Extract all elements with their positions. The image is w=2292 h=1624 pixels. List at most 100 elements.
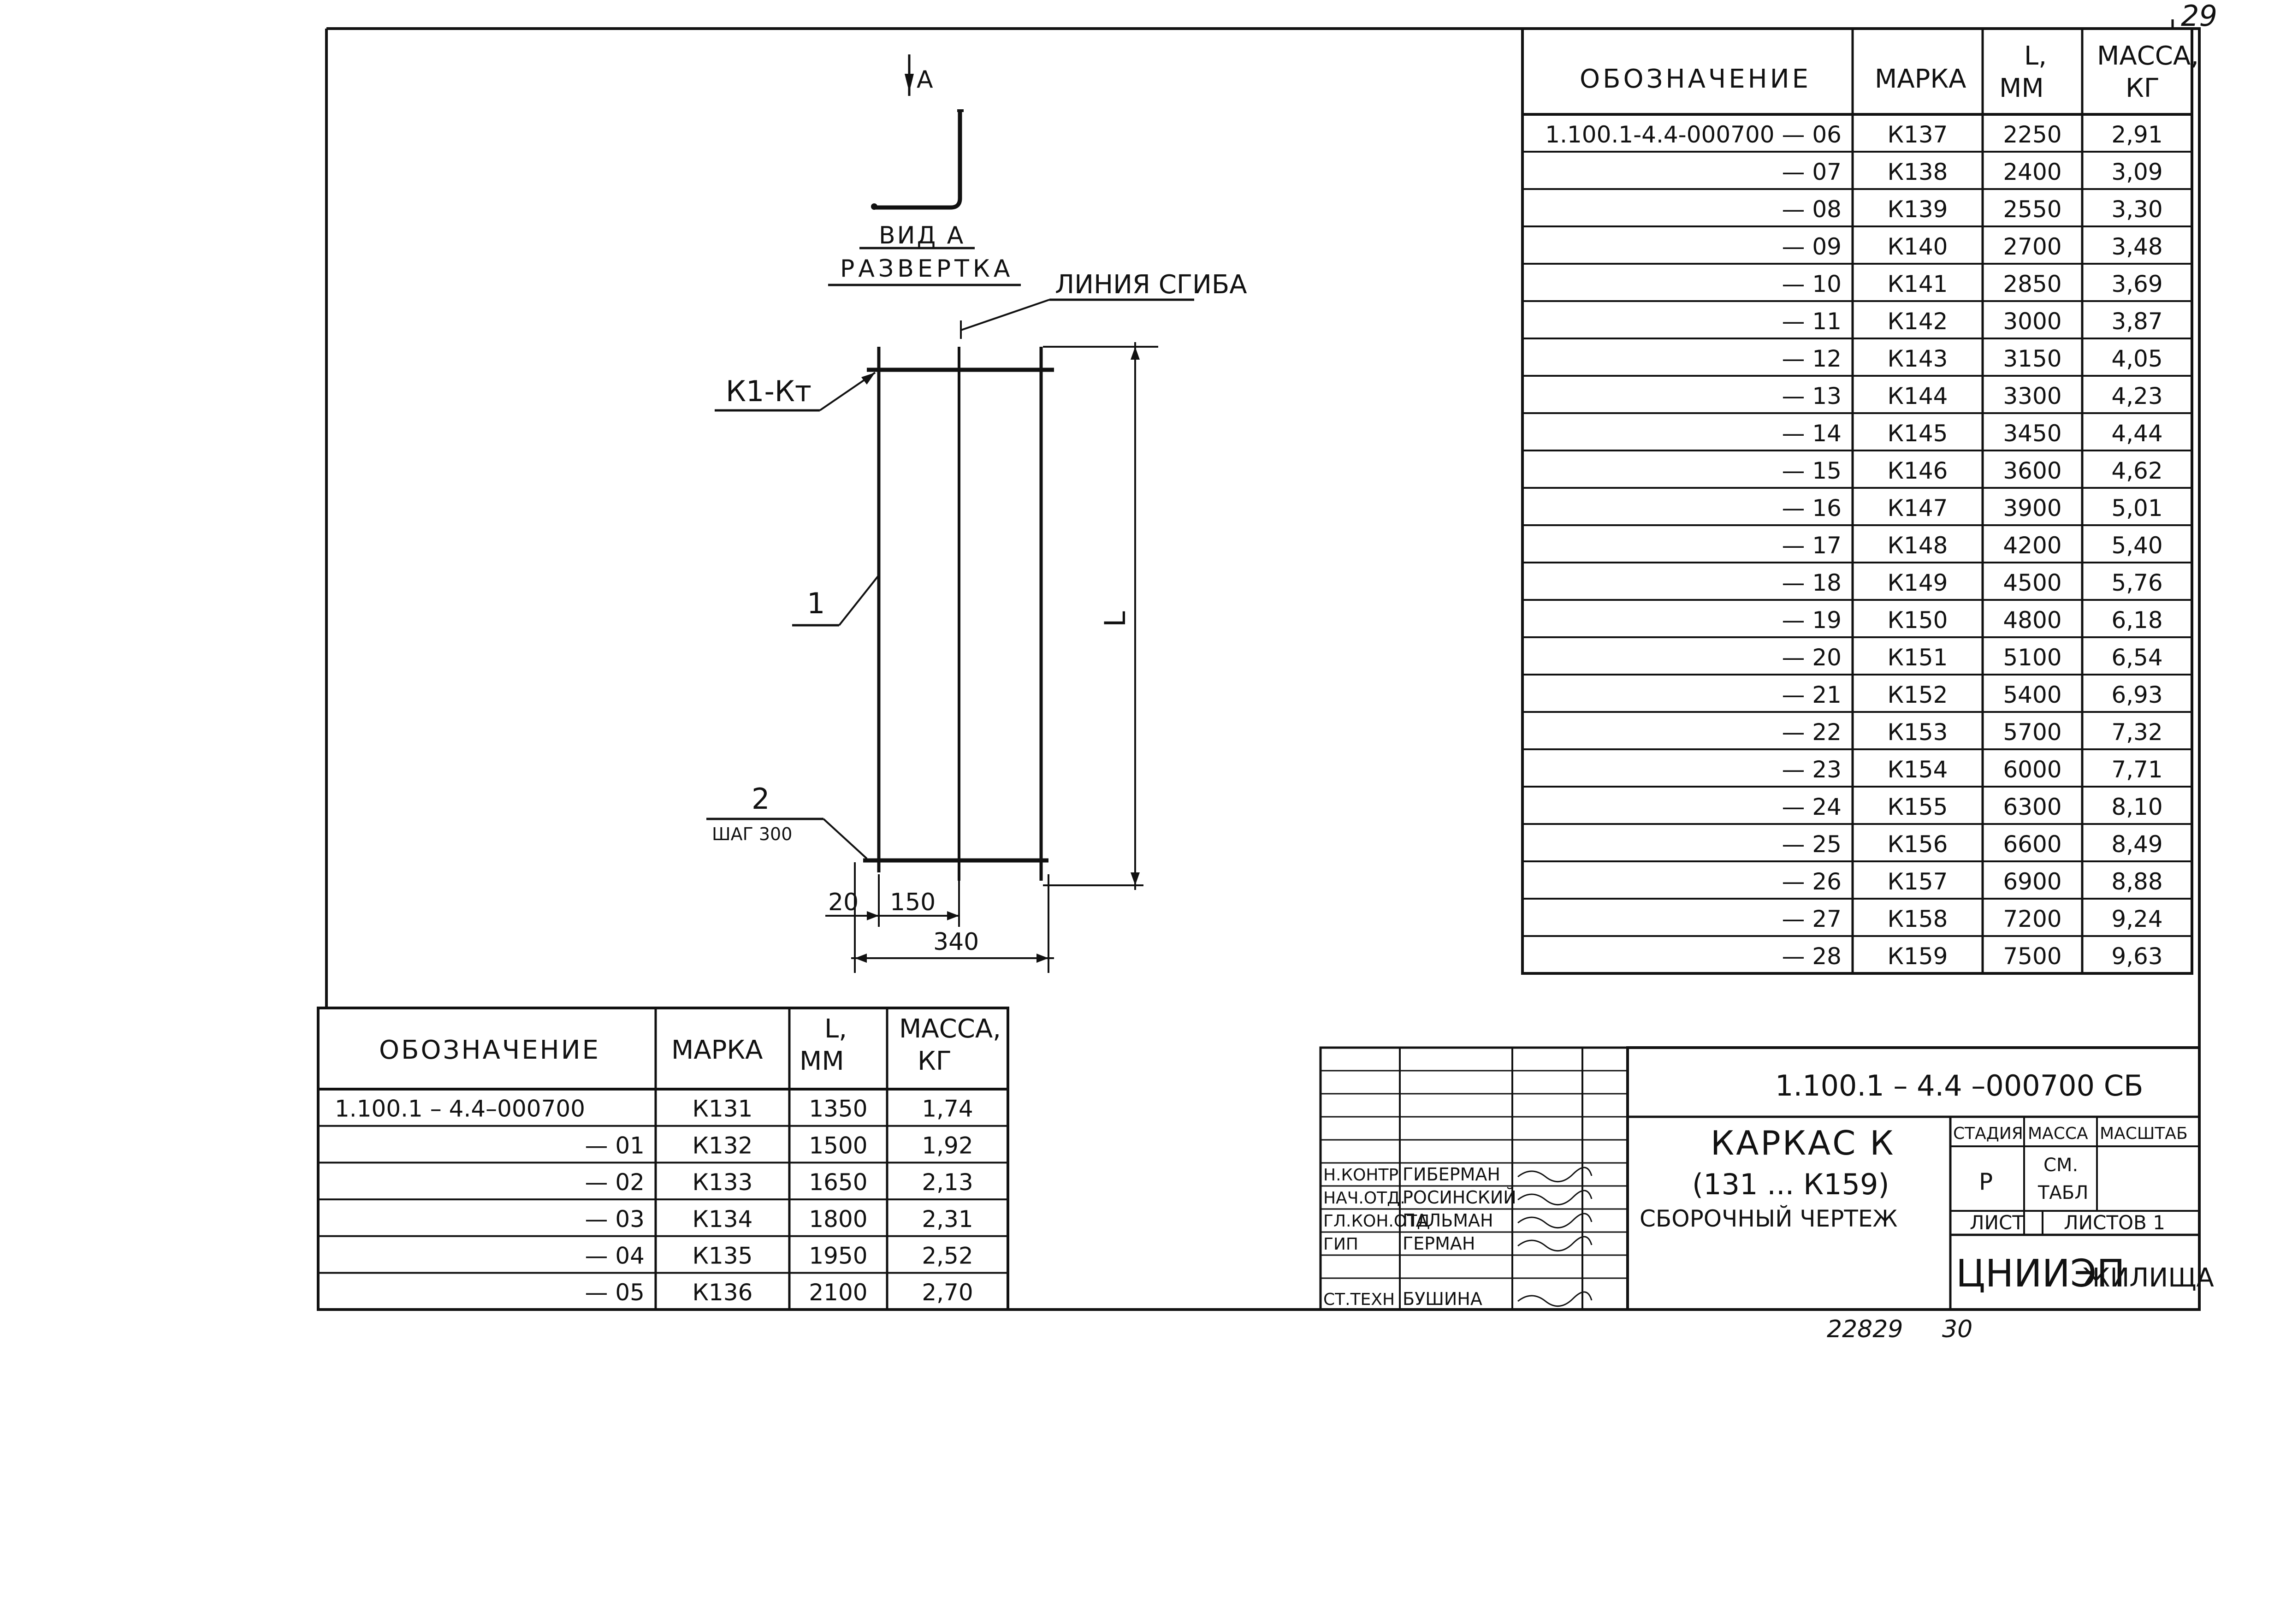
table-right-cell-mass: 5,76 [2111,569,2162,596]
table-right-header-mass-2: КГ [2126,73,2160,103]
signature-scribble [1517,1167,1593,1183]
table-right-cell-mark: К155 [1888,794,1948,820]
organization-sub: ЖИЛИЩА [2082,1263,2214,1293]
table-right-header-length-1: L, [2024,41,2047,71]
table-right-cell-mark: К152 [1888,682,1948,708]
table-right-cell-mass: 4,62 [2111,457,2162,484]
table-right-cell-mark: К154 [1888,756,1948,783]
document-code: 1.100.1 – 4.4 –000700 СБ [1775,1069,2144,1102]
table-right-cell-length: 3900 [2003,495,2061,522]
table-right-cell-length: 4500 [2003,569,2061,596]
table-right-cell-mark: К139 [1888,196,1948,223]
table-right-cell-length: 6000 [2003,756,2061,783]
table-left-cell-mass: 2,52 [922,1243,973,1269]
table-right-cell-designation: — 25 [1782,831,1842,858]
table-right-cell-length: 3600 [2003,457,2061,484]
table-right-cell-designation: — 17 [1782,532,1842,559]
table-right-cell-mass: 3,69 [2111,271,2162,297]
table-right-cell-designation: — 08 [1782,196,1842,223]
table-right-cell-mark: К153 [1888,719,1948,746]
table-right-cell-length: 6300 [2003,794,2061,820]
table-left-header-mass-1: МАССА, [899,1014,1001,1044]
table-right-cell-length: 6900 [2003,868,2061,895]
table-right-cell-designation: — 07 [1782,159,1842,185]
table-right-cell-mark: К143 [1888,345,1948,372]
table-right-cell-designation: — 23 [1782,756,1842,783]
table-right-cell-mark: К157 [1888,868,1948,895]
label-k: К1-Кт [726,374,811,408]
bend-line-label: ЛИНИЯ СГИБА [1055,270,1247,300]
table-left-cell-mass: 1,74 [922,1096,973,1122]
table-right-cell-mark: К138 [1888,159,1948,185]
unfold-title: РАЗВЕРТКА [840,255,1013,283]
table-right-cell-designation: — 09 [1782,233,1842,260]
table-left-cell-mark: К133 [693,1169,753,1196]
table-right-cell-length: 6600 [2003,831,2061,858]
footer-page: 30 [1942,1316,1972,1343]
organization: ЦНИИЭП [1956,1252,2125,1296]
table-right-cell-designation: — 15 [1782,457,1842,484]
dim-20: 20 [828,889,859,916]
table-left-cell-mark: К132 [693,1132,753,1159]
table-right-cell-length: 2250 [2003,121,2061,148]
table-right-cell-mass: 9,63 [2111,943,2162,970]
table-right-cell-mass: 3,30 [2111,196,2162,223]
table-right-cell-mass: 8,88 [2111,868,2162,895]
table-left-cell-mass: 2,31 [922,1206,973,1233]
table-right-cell-mass: 4,44 [2111,420,2162,447]
table-right-cell-designation: — 16 [1782,495,1842,522]
table-right-cell-designation: — 19 [1782,607,1842,634]
table-right-cell-length: 3300 [2003,383,2061,409]
bent-profile [874,111,962,210]
table-right-cell-mass: 3,09 [2111,159,2162,185]
title-name-2: (131 ... К159) [1692,1168,1889,1201]
table-left-cell-length: 1650 [809,1169,867,1196]
table-right-cell-length: 5700 [2003,719,2061,746]
label-1: 1 [807,587,825,620]
table-left-cell-mass: 1,92 [922,1132,973,1159]
table-left-header-designation: ОБОЗНАЧЕНИЕ [379,1035,600,1065]
table-right-cell-length: 7500 [2003,943,2061,970]
table-right-cell-mark: К141 [1888,271,1948,297]
unfolding-drawing: А ВИД А РАЗВЕРТКА ЛИНИЯ СГИБА К1-Кт 1 2 … [706,54,1247,973]
table-left-cell-mark: К131 [693,1096,753,1122]
table-left-cell-designation: — 03 [585,1206,645,1233]
table-right-cell-length: 5100 [2003,644,2061,671]
sheets-header: ЛИСТОВ 1 [2064,1211,2165,1234]
table-right-cell-mass: 8,49 [2111,831,2162,858]
mass-header: МАССА [2028,1124,2088,1143]
table-right-cell-designation: — 21 [1782,682,1842,708]
table-right-cell-mass: 5,01 [2111,495,2162,522]
signer-name: БУШИНА [1403,1289,1482,1309]
table-right-cell-length: 3150 [2003,345,2061,372]
table-left-cell-designation: — 02 [585,1169,645,1196]
table-right-cell-mark: К151 [1888,644,1948,671]
signer-name: РОСИНСКИЙ [1403,1187,1516,1208]
table-left-cell-mark: К135 [693,1243,753,1269]
table-right-cell-length: 4800 [2003,607,2061,634]
dim-340: 340 [933,928,979,956]
table-right-cell-length: 2850 [2003,271,2061,297]
sheet-header: ЛИСТ [1970,1211,2024,1234]
table-right-cell-mass: 2,91 [2111,121,2162,148]
table-right-cell-mark: К148 [1888,532,1948,559]
table-right-cell-designation: — 27 [1782,906,1842,932]
table-right-cell-mark: К150 [1888,607,1948,634]
table-left-cell-length: 2100 [809,1279,867,1306]
table-right-cell-designation: — 26 [1782,868,1842,895]
table-right-cell-mass: 6,18 [2111,607,2162,634]
table-right-cell-length: 2700 [2003,233,2061,260]
title-name-1: КАРКАС К [1711,1124,1895,1162]
table-left: ОБОЗНАЧЕНИЕ МАРКА L, ММ МАССА, КГ 1.100.… [317,1007,1009,1311]
stage-header: СТАДИЯ [1953,1124,2023,1143]
mass-value-1: СМ. [2043,1155,2078,1176]
signer-role: Н.КОНТР [1323,1166,1398,1185]
table-right-cell-mass: 9,24 [2111,906,2162,932]
signer-name: ПАЛЬМАН [1403,1210,1493,1231]
table-left-cell-length: 1800 [809,1206,867,1233]
table-left-cell-designation: 1.100.1 – 4.4–000700 [335,1096,585,1122]
table-right-cell-mark: К156 [1888,831,1948,858]
table-right-cell-designation: — 28 [1782,943,1842,970]
step-label: ШАГ 300 [712,824,792,844]
